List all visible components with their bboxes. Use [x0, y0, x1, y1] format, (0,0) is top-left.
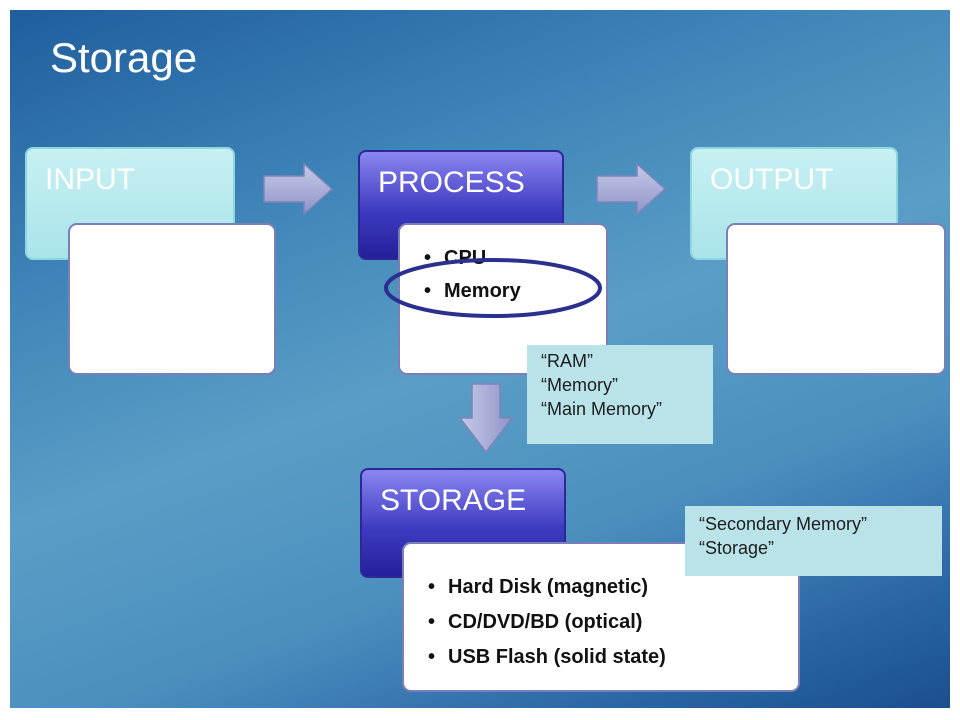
right-arrow-icon — [263, 162, 334, 216]
note-line: “RAM” — [541, 351, 593, 371]
note-line: “Main Memory” — [541, 399, 663, 419]
input-label: INPUT — [45, 163, 135, 196]
right-arrow-icon — [596, 162, 667, 216]
note-line: “Memory” — [541, 375, 618, 395]
storage-label: STORAGE — [380, 484, 527, 517]
note-line: “Secondary Memory” — [699, 514, 868, 534]
list-item: USB Flash (solid state) — [428, 640, 798, 675]
output-content-box — [726, 223, 946, 375]
slide-title: Storage — [50, 34, 198, 81]
list-item: CD/DVD/BD (optical) — [428, 605, 798, 640]
storage-content-box: Hard Disk (magnetic) CD/DVD/BD (optical)… — [402, 542, 800, 692]
output-label: OUTPUT — [710, 163, 834, 196]
memory-highlight-ellipse — [384, 258, 602, 318]
memory-aliases-note: “RAM” “Memory” “Main Memory” — [527, 345, 713, 444]
input-content-box — [68, 223, 276, 375]
list-item: Memory — [424, 275, 606, 308]
slide: Storage INPUT PROCESS CPU Memory — [10, 10, 950, 708]
storage-aliases-note: “Secondary Memory” “Storage” — [685, 506, 942, 576]
process-label: PROCESS — [378, 166, 525, 199]
list-item: Hard Disk (magnetic) — [428, 570, 798, 605]
note-line: “Storage” — [699, 538, 775, 558]
down-arrow-icon — [458, 383, 514, 454]
